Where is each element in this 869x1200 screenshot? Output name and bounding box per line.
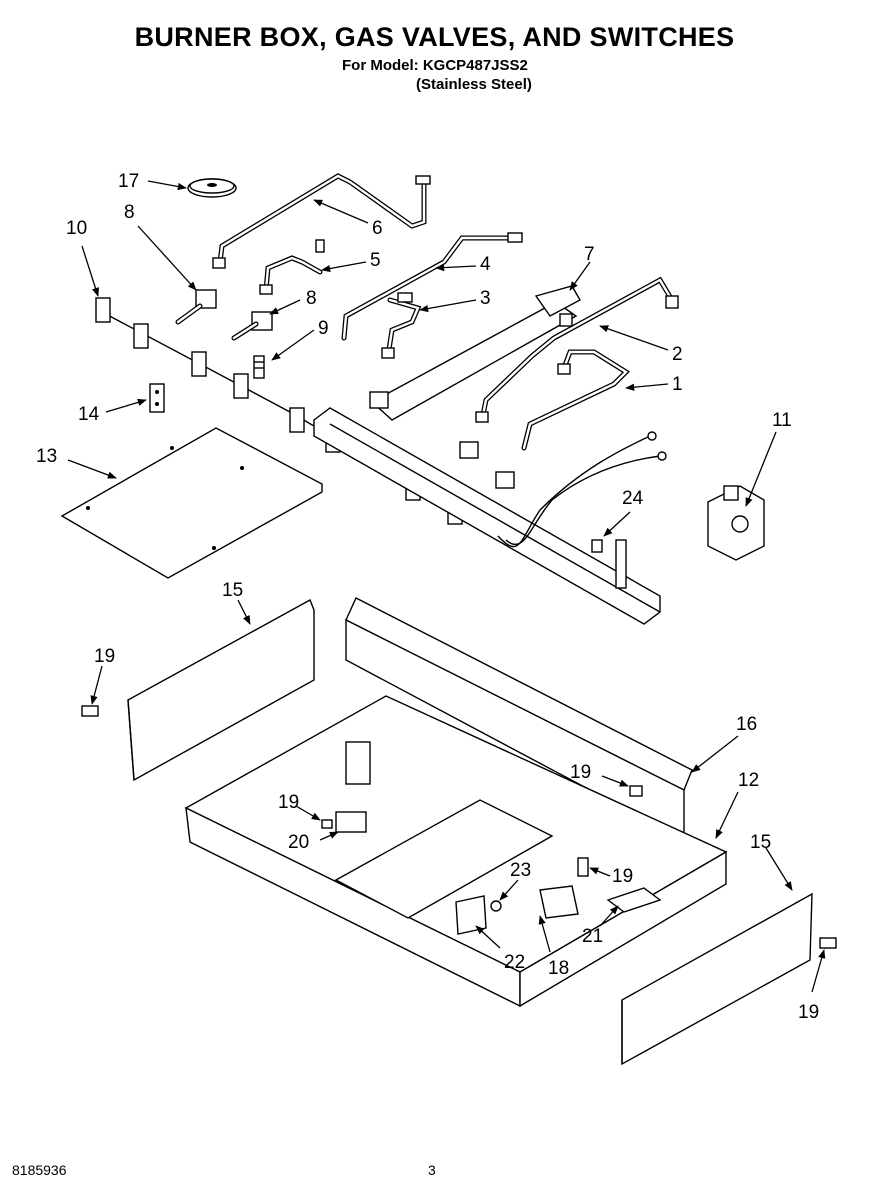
gas-valve-row <box>369 391 515 489</box>
callout-9: 9 <box>318 318 329 339</box>
screw-9 <box>253 355 265 379</box>
callout-17: 17 <box>118 171 139 192</box>
page-title: BURNER BOX, GAS VALVES, AND SWITCHES <box>134 22 735 52</box>
gas-tube-3 <box>381 292 422 359</box>
callout-4: 4 <box>480 254 491 275</box>
callout-19a: 19 <box>94 646 115 667</box>
callout-5: 5 <box>370 250 381 271</box>
bracket-20 <box>335 741 371 833</box>
callout-6: 6 <box>372 218 383 239</box>
callout-19c: 19 <box>278 792 299 813</box>
callout-7: 7 <box>584 244 595 265</box>
pressure-regulator-11 <box>707 485 765 561</box>
bracket-18 <box>539 885 579 919</box>
callout-3: 3 <box>480 288 491 309</box>
model-line: For Model: KGCP487JSS2 <box>342 57 528 74</box>
bushing-23 <box>490 900 502 912</box>
callout-10: 10 <box>66 218 87 239</box>
callout-20: 20 <box>288 832 309 853</box>
screws-19 <box>81 705 837 949</box>
bracket-24 <box>591 539 627 589</box>
callout-22: 22 <box>504 952 525 973</box>
switch-22 <box>455 895 487 935</box>
callout-8a: 8 <box>124 202 135 223</box>
gas-tube-4 <box>341 232 523 341</box>
side-panel-15-left <box>127 599 315 782</box>
gas-tube-5 <box>259 239 325 295</box>
manifold-rail-part <box>313 407 661 625</box>
gas-valve-8a <box>175 289 217 325</box>
insulation-sheet-13 <box>60 427 323 579</box>
side-panel-15-right <box>621 892 813 1066</box>
callout-14: 14 <box>78 404 100 425</box>
callout-15a: 15 <box>222 580 243 601</box>
callout-21: 21 <box>582 926 603 947</box>
gas-tube-6 <box>212 173 431 269</box>
callout-19e: 19 <box>798 1002 819 1023</box>
burner-cap-part <box>187 178 237 198</box>
callout-19d: 19 <box>612 866 633 887</box>
callout-19b: 19 <box>570 762 591 783</box>
leader-lines <box>67 180 826 993</box>
callout-24: 24 <box>622 488 644 509</box>
page-number: 3 <box>428 1162 436 1178</box>
callout-16: 16 <box>736 714 757 735</box>
burner-box-12 <box>184 695 728 1008</box>
callout-2: 2 <box>672 344 683 365</box>
callout-15b: 15 <box>750 832 771 853</box>
wire-leads <box>497 431 667 548</box>
doc-number: 8185936 <box>12 1162 67 1178</box>
gas-tube-2 <box>475 276 679 423</box>
callout-23: 23 <box>510 860 531 881</box>
manifold-pipe-part <box>370 285 581 421</box>
callout-1: 1 <box>672 374 683 395</box>
callout-8b: 8 <box>306 288 317 309</box>
plate-21 <box>606 887 662 913</box>
callout-12: 12 <box>738 770 759 791</box>
finish-line: (Stainless Steel) <box>416 76 532 93</box>
callout-11: 11 <box>772 410 792 431</box>
gas-tube-1 <box>521 349 630 451</box>
gas-valve-8b <box>231 311 273 341</box>
callout-13: 13 <box>36 446 57 467</box>
switch-plate-14 <box>149 383 165 413</box>
callout-18: 18 <box>548 958 569 979</box>
